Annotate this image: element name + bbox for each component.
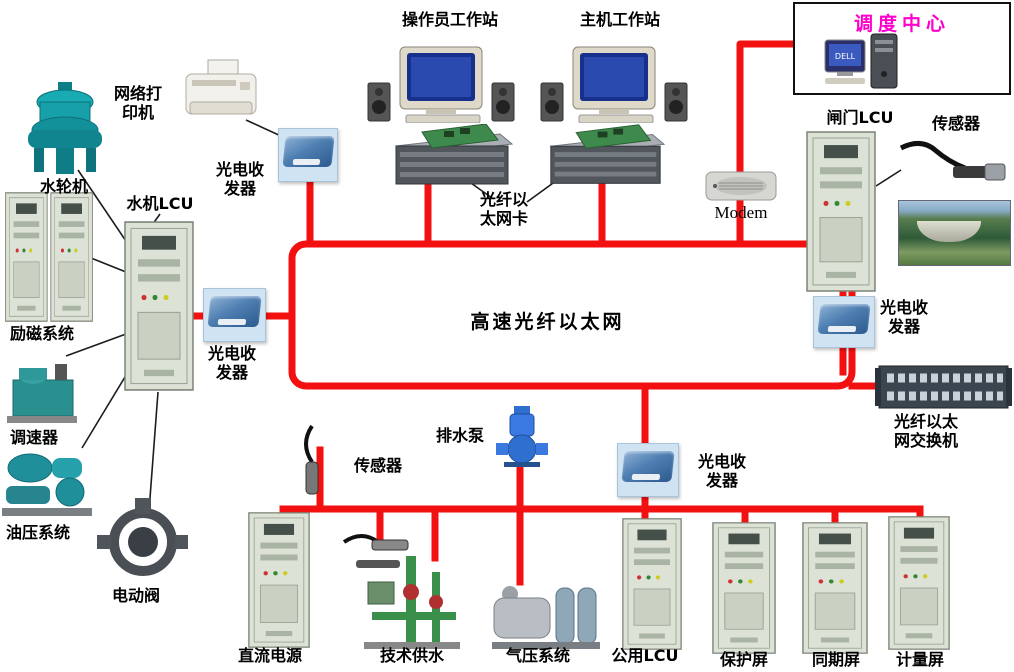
modem-image (705, 165, 777, 205)
transceiver-1 (278, 128, 338, 182)
governor-image (5, 350, 81, 426)
dam-photo (898, 200, 1011, 266)
dispatch-center-label: 调度中心 (853, 13, 950, 35)
operator-workstation-label: 操作员工作站 (401, 10, 498, 29)
transceiver-3-label: 光电收发器 (879, 298, 928, 337)
metering-panel-cabinet (888, 516, 950, 650)
sensor-bottom-label: 传感器 (353, 456, 402, 475)
tech-water-image (362, 552, 462, 650)
sensor-top-image (895, 136, 1010, 202)
excitation-cabinets (5, 192, 93, 322)
electric-valve-image (95, 496, 190, 578)
turbine-label: 水轮机 (39, 177, 88, 196)
air-pressure-label: 气压系统 (505, 646, 570, 665)
sensor-top-label: 传感器 (931, 114, 980, 133)
operator-workstation-image (365, 45, 517, 123)
sensor-probe-1 (288, 424, 336, 500)
host-workstation-label: 主机工作站 (579, 10, 660, 29)
turbine-image (20, 80, 110, 176)
transceiver-3 (813, 296, 875, 348)
air-pressure-image (490, 580, 602, 652)
drain-pump-image (496, 404, 548, 468)
network-printer-label: 网络打印机 (113, 84, 162, 123)
oil-pressure-label: 油压系统 (5, 523, 70, 542)
tech-water-label: 技术供水 (379, 646, 444, 665)
printer-image (182, 58, 260, 126)
transceiver-device (621, 451, 675, 483)
transceiver-4 (617, 443, 679, 497)
protection-panel-label: 保护屏 (719, 650, 768, 669)
protection-panel-cabinet (712, 522, 776, 654)
common-lcu-label: 公用LCU (611, 646, 679, 665)
transceiver-2-label: 光电收发器 (207, 344, 256, 383)
gate-lcu-label: 闸门LCU (826, 108, 894, 127)
hydro-lcu-cabinet (124, 221, 194, 391)
dc-power-cabinet (248, 512, 310, 648)
fiber-nic-server-2 (543, 124, 667, 188)
host-workstation-image (538, 45, 690, 123)
dam-structure (916, 221, 982, 242)
dispatch-computer-image: DELL (823, 32, 903, 92)
fiber-switch-label: 光纤以太网交换机 (893, 412, 958, 451)
transceiver-device (281, 136, 334, 168)
transceiver-1-label: 光电收发器 (215, 160, 264, 199)
transceiver-4-label: 光电收发器 (697, 452, 746, 491)
fiber-nic-label: 光纤以太网卡 (479, 190, 528, 229)
governor-label: 调速器 (9, 428, 58, 447)
transceiver-2 (203, 288, 266, 342)
modem-label: Modem (714, 203, 768, 222)
gate-lcu-cabinet (806, 131, 876, 292)
dispatch-center-box: 调度中心 DELL (793, 2, 1011, 95)
fiber-switch-image (875, 364, 1012, 410)
metering-panel-label: 计量屏 (895, 650, 944, 669)
oil-pressure-image (0, 440, 95, 522)
sensor-probe-2 (342, 528, 414, 580)
sync-panel-label: 同期屏 (811, 650, 860, 669)
bus-title: 高速光纤以太网 (470, 311, 625, 333)
fiber-nic-server-1 (388, 124, 515, 188)
common-lcu-cabinet (622, 518, 682, 650)
excitation-label: 励磁系统 (9, 324, 74, 343)
hydro-lcu-label: 水机LCU (126, 194, 194, 213)
transceiver-device (207, 296, 262, 328)
transceiver-device (817, 304, 871, 334)
dc-power-label: 直流电源 (237, 646, 302, 665)
sync-panel-cabinet (802, 522, 868, 654)
drain-pump-label: 排水泵 (435, 426, 484, 445)
electric-valve-label: 电动阀 (111, 586, 160, 605)
dell-logo: DELL (835, 52, 856, 61)
